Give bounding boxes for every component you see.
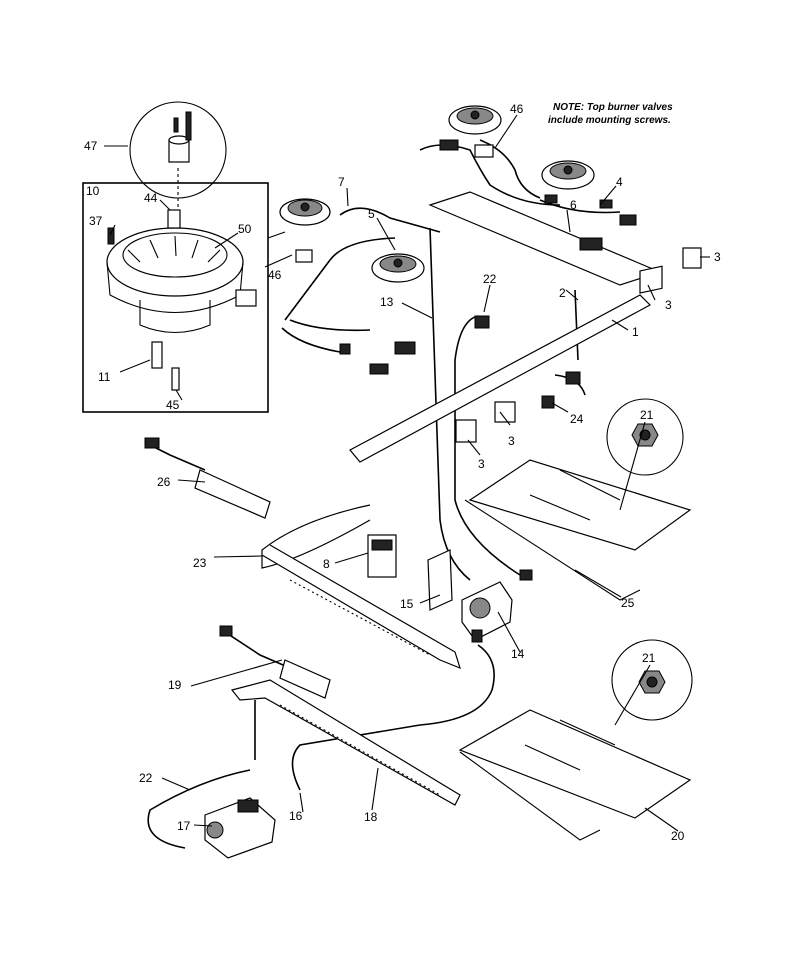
callout-46-rear: 46 [510, 102, 524, 116]
callout-16: 16 [289, 809, 303, 823]
callout-47: 47 [84, 139, 98, 153]
screw [185, 111, 192, 141]
bracket-46-left [295, 249, 313, 263]
bracket-3-mid [494, 401, 516, 423]
callout-4: 4 [616, 175, 623, 189]
callout-18: 18 [364, 810, 378, 824]
burner-head-left [279, 198, 331, 226]
manifold-1 [428, 191, 662, 286]
callout-13: 13 [380, 295, 394, 309]
callout-numbers: 10 47 44 37 50 11 45 7 5 46 46 4 6 3 3 2… [84, 102, 721, 843]
callout-37: 37 [89, 214, 103, 228]
leader-lines [104, 114, 710, 832]
burner-head-rear-left [448, 105, 502, 135]
callout-21-lower: 21 [642, 651, 656, 665]
callout-44: 44 [144, 191, 158, 205]
callout-24: 24 [570, 412, 584, 426]
tube-22-lower [147, 769, 251, 849]
tube-7 [339, 207, 441, 233]
bracket-3-far [682, 247, 702, 269]
bake-burner-18 [230, 679, 461, 806]
callout-2: 2 [559, 286, 566, 300]
callout-22-lower: 22 [139, 771, 153, 785]
bracket-15 [427, 549, 453, 611]
manifold-assembly [295, 144, 702, 463]
callout-45: 45 [166, 398, 180, 412]
callout-3-far: 3 [714, 250, 721, 264]
tube-22-upper [454, 315, 521, 576]
valve-17 [204, 797, 276, 859]
tube-5 [284, 237, 396, 321]
callout-50: 50 [238, 222, 252, 236]
callout-6: 6 [570, 198, 577, 212]
nut-detail-21-lower [611, 639, 693, 721]
callout-3-right: 3 [665, 298, 672, 312]
igniter-19 [219, 625, 331, 699]
inset-number: 10 [86, 184, 100, 198]
callout-19: 19 [168, 678, 182, 692]
callout-14: 14 [511, 647, 525, 661]
valve-14 [461, 581, 513, 643]
burner-detail-inset [82, 101, 269, 413]
callout-46-left: 46 [268, 268, 282, 282]
burner-heads [279, 105, 595, 283]
bracket-3-right [639, 265, 663, 294]
baffle-25 [464, 459, 692, 601]
note-line-2: include mounting screws. [548, 115, 671, 126]
bracket-3-low [455, 419, 477, 443]
burner-head-center [371, 253, 425, 283]
baffle-20 [458, 709, 692, 841]
gas-tubes [147, 139, 621, 849]
nut-detail-21-upper [606, 398, 684, 476]
callout-7: 7 [338, 175, 345, 189]
callout-5: 5 [368, 207, 375, 221]
valve-8 [367, 534, 397, 578]
callout-8: 8 [323, 557, 330, 571]
callout-21-upper: 21 [640, 408, 654, 422]
callout-15: 15 [400, 597, 414, 611]
front-rail [349, 294, 651, 463]
tube-2 [574, 289, 579, 361]
callout-17: 17 [177, 819, 191, 833]
valves [339, 139, 637, 581]
callout-3-mid: 3 [508, 434, 515, 448]
tube-16 [291, 644, 495, 791]
bracket-46-rear [474, 144, 494, 158]
note-line-1: NOTE: Top burner valves [553, 102, 673, 113]
callout-25: 25 [621, 596, 635, 610]
inset-frame [82, 182, 269, 413]
burner-head-rear-right [541, 160, 595, 190]
callout-23: 23 [193, 556, 207, 570]
screw-44 [167, 209, 181, 229]
callout-11: 11 [98, 370, 111, 384]
igniter-26 [144, 437, 271, 519]
broil-burner-23 [261, 504, 461, 670]
callout-3-low: 3 [478, 457, 485, 471]
callout-22-upper: 22 [483, 272, 497, 286]
callout-26: 26 [157, 475, 171, 489]
callout-20: 20 [671, 829, 685, 843]
callout-1: 1 [632, 325, 639, 339]
